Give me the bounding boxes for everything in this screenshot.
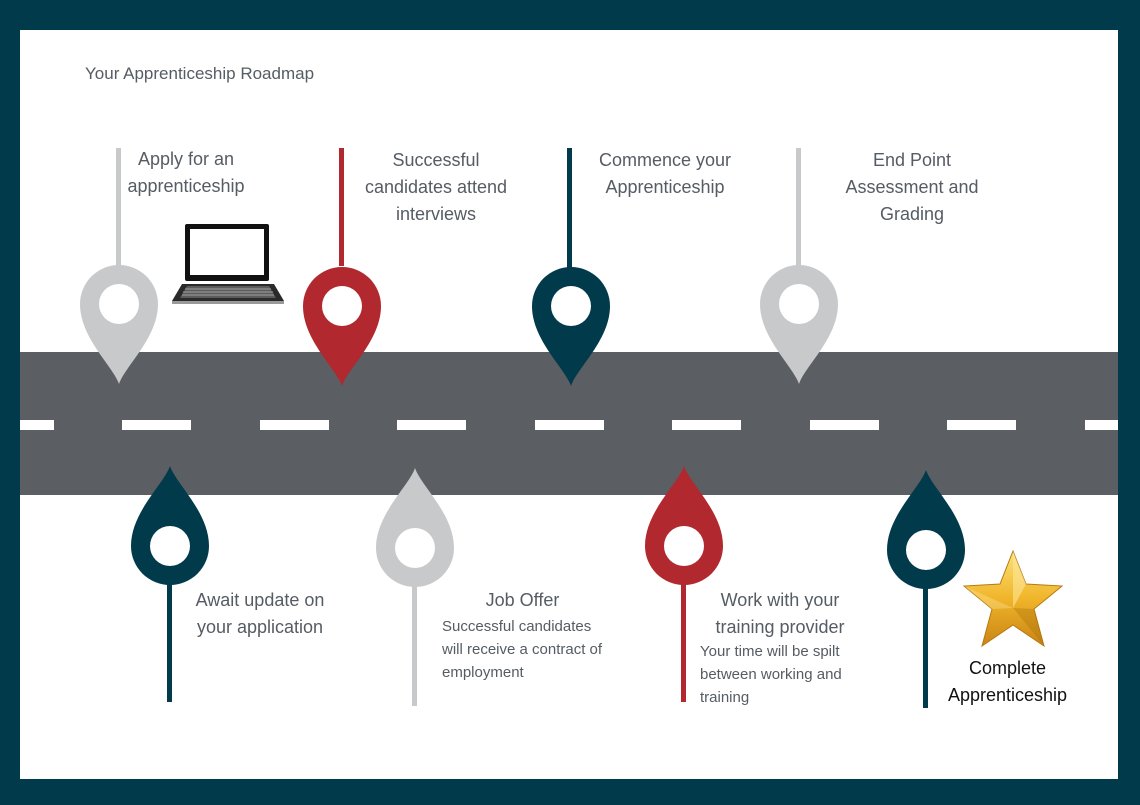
road-dash <box>20 420 54 430</box>
step-label-interviews: Successful candidates attend interviews <box>364 150 508 224</box>
pin-stem <box>339 148 344 266</box>
pin-stem <box>167 584 172 702</box>
road-dash <box>122 420 191 430</box>
road-dash <box>535 420 604 430</box>
step-label-training-provider: Work with your training provider <box>715 590 845 637</box>
page-title: Your Apprenticeship Roadmap <box>85 64 315 83</box>
step-label-commence: Commence your Apprenticeship <box>598 150 732 197</box>
star-icon <box>962 549 1064 648</box>
road-dash <box>672 420 741 430</box>
map-pin-icon <box>80 265 158 384</box>
road-dash <box>810 420 879 430</box>
step-label-complete: Complete Apprenticeship <box>947 658 1068 705</box>
step-label-end-point-assessment: End Point Assessment and Grading <box>845 150 979 224</box>
map-pin-icon <box>532 267 610 386</box>
pin-stem <box>681 584 686 702</box>
laptop-icon <box>172 224 284 304</box>
step-label-apply: Apply for an apprenticeship <box>127 149 245 196</box>
road-dash <box>260 420 329 430</box>
map-pin-icon <box>376 468 454 587</box>
step-detail-job-offer: Successful candidates will receive a con… <box>442 618 603 681</box>
road-dash <box>1085 420 1118 430</box>
pin-stem <box>923 588 928 708</box>
step-label-await-update: Await update on your application <box>195 590 325 637</box>
step-detail-training-provider: Your time will be spilt between working … <box>700 643 842 706</box>
map-pin-icon <box>131 466 209 585</box>
pin-stem <box>796 148 801 266</box>
pin-stem <box>116 148 121 266</box>
map-pin-icon <box>760 265 838 384</box>
road-dash <box>397 420 466 430</box>
pin-stem <box>412 586 417 706</box>
map-pin-icon <box>645 466 723 585</box>
step-label-job-offer: Job Offer <box>485 590 560 610</box>
map-pin-icon <box>303 267 381 386</box>
map-pin-icon <box>887 470 965 589</box>
pin-stem <box>567 148 572 268</box>
road-dash <box>947 420 1016 430</box>
